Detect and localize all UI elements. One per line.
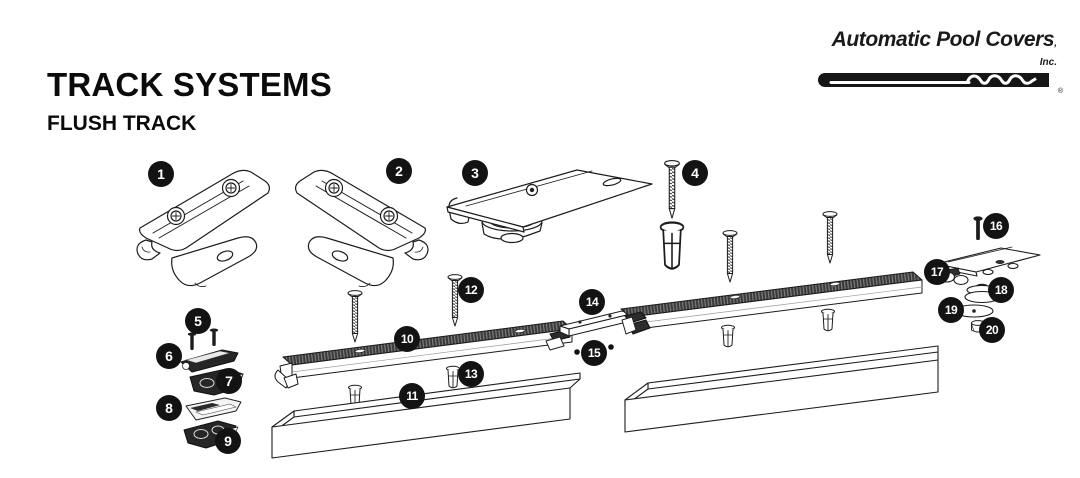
registered-mark: ® xyxy=(1057,88,1063,95)
part-17-end-plate-drawing xyxy=(935,246,1041,286)
part-callout-3: 3 xyxy=(462,160,488,186)
page-subtitle: FLUSH TRACK xyxy=(47,112,197,135)
part-callout-4: 4 xyxy=(682,160,708,186)
right-track-rail-drawing xyxy=(620,271,923,335)
part-callout-12: 12 xyxy=(458,277,484,303)
part-callout-14: 14 xyxy=(579,289,605,315)
part-6-clip-drawing xyxy=(180,349,239,373)
part-callout-1: 1 xyxy=(148,161,174,187)
part-callout-19: 19 xyxy=(938,297,964,323)
brand-logo-text: Automatic Pool Covers, Inc. xyxy=(815,28,1057,70)
part-callout-10: 10 xyxy=(394,326,420,352)
brand-name: Automatic Pool Covers xyxy=(831,28,1055,51)
part-15-set-screws-drawing xyxy=(574,344,614,355)
part-14-splice-drawing xyxy=(559,310,632,337)
right-channel-drawing xyxy=(624,345,939,433)
brand-logo: Automatic Pool Covers, Inc. ® xyxy=(815,28,1063,95)
part-1-glider-drawing xyxy=(136,169,271,288)
right-track-fasteners-drawing xyxy=(721,211,838,348)
part-11-channel-drawing xyxy=(271,372,581,459)
part-4-screw-anchor-drawing xyxy=(659,159,685,270)
part-8-clip-drawing xyxy=(185,397,242,421)
part-16-bolt-drawing xyxy=(973,216,983,240)
part-callout-9: 9 xyxy=(215,428,241,454)
part-2-glider-drawing xyxy=(294,169,429,288)
page-title: TRACK SYSTEMS xyxy=(47,66,332,103)
part-callout-20: 20 xyxy=(979,317,1005,343)
part-callout-7: 7 xyxy=(216,368,242,394)
brand-wave-bar-icon xyxy=(818,73,1049,87)
part-3-pulley-plate-drawing xyxy=(446,169,653,244)
part-callout-6: 6 xyxy=(156,343,182,369)
part-callout-18: 18 xyxy=(988,277,1014,303)
part-callout-16: 16 xyxy=(983,213,1009,239)
part-10-track-rail-drawing xyxy=(274,320,573,389)
part-callout-2: 2 xyxy=(386,158,412,184)
part-callout-8: 8 xyxy=(156,395,182,421)
part-callout-5: 5 xyxy=(185,308,211,334)
brand-suffix: , Inc. xyxy=(1039,38,1057,68)
part-callout-17: 17 xyxy=(924,259,950,285)
part-callout-15: 15 xyxy=(581,340,607,366)
part-callout-11: 11 xyxy=(399,383,425,409)
part-callout-13: 13 xyxy=(458,361,484,387)
